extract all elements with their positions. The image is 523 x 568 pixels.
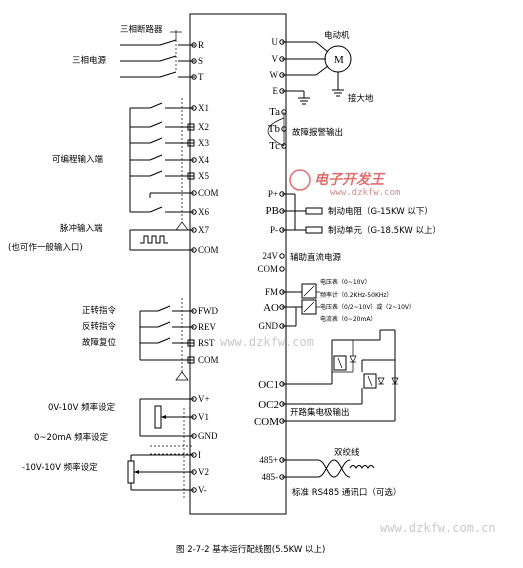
label-voltmeter-2: 电压表（0/2~10V）或（2~10V） — [320, 303, 415, 311]
terminal-gnd-out: GND — [259, 321, 279, 331]
label-programmable-inputs: 可编程输入端 — [52, 154, 104, 165]
label-open-collector: 开路集电极输出 — [290, 407, 350, 418]
label-fault-reset: 故障复位 — [82, 337, 117, 348]
terminal-fm: FM — [265, 287, 278, 297]
terminal-24v: 24V — [263, 251, 279, 261]
analog-input-wiring — [127, 398, 194, 500]
label-brake-resistor: 制动电阻（G-15KW 以下） — [328, 206, 433, 217]
figure-caption: 图 2-7-2 基本运行配线图(5.5KW 以上) — [176, 544, 325, 555]
label-forward: 正转指令 — [82, 305, 117, 316]
label-brake-unit: 制动单元（G-18.5KW 以上） — [328, 225, 441, 236]
terminal-x7: X7 — [198, 225, 209, 235]
terminal-485-minus: 485- — [262, 472, 279, 482]
right-terminal-labels: U V W E Ta Tb Tc P+ PB P- 24V COM FM AO … — [254, 37, 281, 482]
label-freq-0-10v: 0V-10V 频率设定 — [48, 402, 116, 413]
left-terminal-labels: R S T X1 X2 X3 X4 X5 COM X6 X7 COM FWD R… — [198, 40, 219, 495]
open-collector-wiring — [279, 329, 399, 424]
terminal-v2: V2 — [198, 467, 209, 477]
terminal-p-minus: P- — [270, 225, 278, 235]
terminal-gnd: GND — [198, 431, 218, 441]
run-command-wiring — [139, 298, 195, 381]
terminal-e: E — [273, 86, 279, 96]
label-freq-pm10v: -10V-10V 频率设定 — [22, 462, 98, 473]
terminal-rev: REV — [198, 322, 217, 332]
brand-logo-icon — [289, 169, 311, 191]
terminal-com-3: COM — [198, 355, 219, 365]
label-fault-alarm: 故障报警输出 — [292, 127, 343, 138]
analog-output-wiring — [279, 283, 320, 329]
terminal-v-minus: V- — [198, 485, 207, 495]
terminal-ta: Ta — [269, 106, 280, 118]
terminal-p-plus: P+ — [268, 189, 278, 199]
terminal-t: T — [198, 72, 204, 82]
inverter-body — [189, 13, 287, 515]
brake-resistor-icon — [305, 207, 323, 215]
label-freq-meter: 频率计（0.2KHz-50KHz） — [320, 291, 393, 299]
terminal-x4: X4 — [198, 155, 209, 165]
terminal-x1: X1 — [198, 103, 209, 113]
terminal-u: U — [272, 37, 279, 47]
watermarks: 电子开发王 www.dzkfw.com www.dzkfw.com www.dz… — [220, 169, 496, 535]
programmable-inputs-wiring — [129, 98, 195, 231]
watermark-brand: 电子开发王 — [314, 171, 386, 188]
terminal-com-2: COM — [198, 245, 219, 255]
brake-wiring — [279, 191, 323, 234]
motor-symbol: M — [334, 54, 344, 66]
terminal-rst: RST — [198, 338, 215, 348]
terminal-ao: AO — [263, 302, 279, 314]
right-descriptions: 电动机 M 接大地 故障报警输出 制动电阻（G-15KW 以下） 制动单元（G-… — [290, 30, 441, 498]
terminal-s: S — [198, 56, 203, 66]
terminal-v: V — [272, 54, 279, 64]
power-input — [120, 30, 195, 78]
rs485-wiring — [279, 457, 375, 480]
label-pulse-input: 脉冲输入端 — [60, 223, 103, 234]
terminal-v1: V1 — [198, 412, 209, 422]
watermark-brand-url: www.dzkfw.com — [330, 188, 400, 198]
label-breaker: 三相断路器 — [120, 24, 163, 35]
terminal-x5: X5 — [198, 171, 209, 181]
terminal-com-aux: COM — [257, 264, 278, 274]
twisted-pair-icon — [349, 465, 375, 469]
terminal-i: I — [198, 450, 201, 460]
watermark-middle: www.dzkfw.com — [220, 335, 314, 349]
terminal-r: R — [198, 40, 204, 50]
brake-unit-icon — [305, 226, 323, 234]
left-descriptions: 三相断路器 三相电源 可编程输入端 脉冲输入端 (也可作一般输入口) 正转指令 … — [8, 24, 163, 473]
watermark-bottom: www.dzkfw.com.cn — [380, 521, 496, 535]
label-freq-0-20ma: 0~20mA 频率设定 — [34, 432, 109, 443]
terminal-x3: X3 — [198, 138, 209, 148]
label-three-phase-power: 三相电源 — [72, 55, 107, 66]
pulse-input-wiring — [129, 229, 194, 251]
terminal-x6: X6 — [198, 207, 209, 217]
voltmeter-icon — [301, 283, 317, 299]
terminal-tb: Tb — [268, 123, 281, 135]
terminal-fwd: FWD — [198, 306, 219, 316]
terminal-tc: Tc — [269, 140, 280, 152]
fault-relay-wiring — [267, 109, 287, 149]
terminal-com-1: COM — [198, 188, 219, 198]
label-pulse-input-note: (也可作一般输入口) — [8, 242, 83, 253]
motor-output-wiring — [279, 39, 352, 105]
left-terminal-nodes — [191, 42, 197, 493]
label-reverse: 反转指令 — [82, 321, 117, 332]
label-rs485: 标准 RS485 通讯口（可选） — [292, 487, 401, 498]
terminal-oc2: OC2 — [258, 399, 279, 411]
terminal-pb: PB — [266, 205, 279, 217]
terminal-com-oc: COM — [254, 416, 279, 428]
relay-coil-icon — [333, 355, 347, 371]
terminal-x2: X2 — [198, 122, 209, 132]
label-ammeter: 电流表（0~20mA） — [320, 315, 376, 323]
terminal-oc1: OC1 — [258, 379, 279, 391]
label-twisted-pair: 双绞线 — [334, 447, 360, 458]
terminal-v-plus: V+ — [198, 394, 210, 404]
terminal-w: W — [270, 70, 279, 80]
label-ground: 接大地 — [348, 93, 374, 104]
aux-dc-wiring — [279, 253, 285, 272]
label-aux-dc: 辅助直流电源 — [290, 252, 342, 263]
terminal-485-plus: 485+ — [259, 455, 278, 465]
label-voltmeter: 电压表（0~10V） — [320, 278, 371, 286]
label-motor: 电动机 — [324, 30, 350, 41]
